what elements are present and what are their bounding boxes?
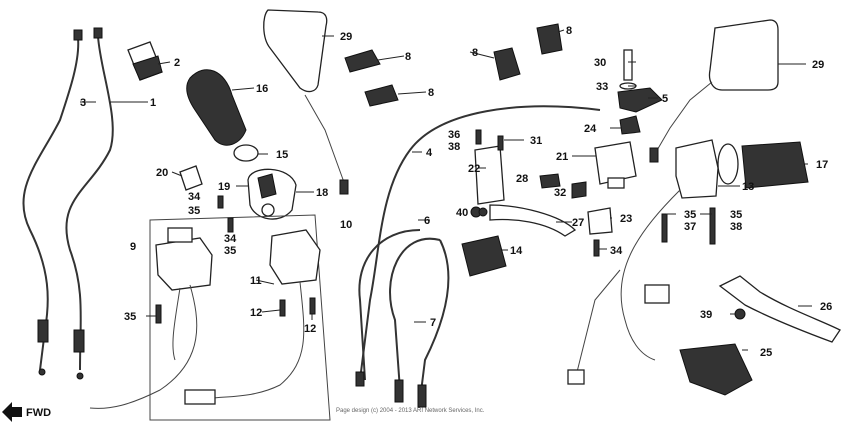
- callout-35-b: 35: [224, 245, 236, 257]
- callout-26: 26: [820, 301, 832, 313]
- forward-direction-indicator: FWD: [2, 402, 51, 422]
- part-21-master-cylinder: [594, 141, 637, 189]
- callout-37: 37: [684, 221, 696, 233]
- callout-11: 11: [250, 275, 262, 287]
- part-13-right-switch: [567, 139, 719, 385]
- part-14-switch-cover: [461, 235, 507, 277]
- callout-38-a: 38: [448, 141, 460, 153]
- callout-40: 40: [456, 207, 468, 219]
- part-26-clutch-lever: [718, 275, 841, 343]
- callout-9: 9: [130, 241, 136, 253]
- callout-12-b: 12: [304, 323, 316, 335]
- part-8-clamp-b: [364, 84, 399, 107]
- part-5-reservoir-cap: [617, 49, 663, 135]
- clutch-and-brake-cables: [355, 105, 601, 408]
- callout-34-b: 34: [224, 233, 237, 245]
- callout-35-d: 35: [684, 209, 696, 221]
- callout-8-a: 8: [405, 51, 411, 63]
- callout-23: 23: [620, 213, 632, 225]
- part-8-clamp-d: [536, 23, 563, 55]
- bolt-34-c: [593, 239, 600, 257]
- part-29-left-mirror: [263, 9, 349, 195]
- bolt-35-left: [155, 304, 162, 324]
- callout-32: 32: [554, 187, 566, 199]
- callout-7: 7: [430, 317, 436, 329]
- part-23-bracket: [587, 207, 613, 235]
- callout-31: 31: [530, 135, 542, 147]
- callout-35-a: 35: [188, 205, 200, 217]
- callout-numbers: 1 2 3 4 5 6 7 8 8 8 8 9 10 11 12 12 13 1…: [80, 25, 832, 359]
- callout-17: 17: [816, 159, 828, 171]
- part-9-left-switch: [89, 227, 213, 409]
- leader-lines: [80, 29, 812, 351]
- bolt-35-right-b: [709, 207, 716, 245]
- part-27-front-brake-lever: [470, 145, 577, 237]
- callout-13: 13: [742, 181, 754, 193]
- callout-21: 21: [556, 151, 568, 163]
- part-16-throttle-grip: [186, 69, 259, 162]
- callout-18: 18: [316, 187, 328, 199]
- callout-1: 1: [150, 97, 156, 109]
- callout-34-c: 34: [610, 245, 623, 257]
- callout-3: 3: [80, 97, 86, 109]
- callout-24: 24: [584, 123, 597, 135]
- callout-39: 39: [700, 309, 712, 321]
- callout-38-b: 38: [730, 221, 742, 233]
- callout-5: 5: [662, 93, 668, 105]
- callout-8-b: 8: [428, 87, 434, 99]
- callout-12-a: 12: [250, 307, 262, 319]
- callout-2: 2: [174, 57, 180, 69]
- callout-25: 25: [760, 347, 772, 359]
- callout-8-d: 8: [566, 25, 572, 37]
- callout-28: 28: [516, 173, 528, 185]
- callout-15: 15: [276, 149, 288, 161]
- callout-29-b: 29: [812, 59, 824, 71]
- bolt-35-right-a: [661, 213, 668, 243]
- part-10-right-switch: [149, 214, 331, 421]
- throttle-cables: [22, 27, 114, 380]
- nut-39: [734, 308, 746, 320]
- part-8-clamp-c: [493, 47, 521, 81]
- callout-8-c: 8: [472, 47, 478, 59]
- callout-30: 30: [594, 57, 606, 69]
- copyright-notice: Page design (c) 2004 - 2013 ARI Network …: [336, 408, 485, 414]
- bolt-12-b: [309, 297, 316, 315]
- part-8-clamp-a: [344, 49, 381, 73]
- callout-6: 6: [424, 215, 430, 227]
- callout-22: 22: [468, 163, 480, 175]
- bolt-12-a: [279, 299, 286, 317]
- part-28-spring: [539, 173, 561, 189]
- callout-35-c: 35: [124, 311, 136, 323]
- bolt-34-b: [227, 217, 234, 233]
- callout-33: 33: [596, 81, 608, 93]
- callout-14: 14: [510, 245, 523, 257]
- callout-4: 4: [426, 147, 433, 159]
- part-20-clamp: [179, 165, 203, 191]
- callout-35-e: 35: [730, 209, 742, 221]
- callout-36: 36: [448, 129, 460, 141]
- callout-20: 20: [156, 167, 168, 179]
- part-29-right-mirror: [649, 19, 779, 163]
- bolt-36: [475, 129, 482, 145]
- callout-10: 10: [340, 219, 352, 231]
- callout-27: 27: [572, 217, 584, 229]
- callout-29-a: 29: [340, 31, 352, 43]
- callout-34-a: 34: [188, 191, 201, 203]
- fwd-label: FWD: [26, 407, 51, 419]
- part-25-lever-cover: [679, 343, 753, 396]
- bolt-34-a: [217, 195, 224, 209]
- callout-16: 16: [256, 83, 268, 95]
- callout-19: 19: [218, 181, 230, 193]
- part-17-grip: [717, 141, 809, 189]
- part-32-spring: [571, 181, 587, 199]
- nut-40: [478, 207, 488, 217]
- part-18-switch-housing: [247, 168, 297, 220]
- bolt-31: [497, 135, 504, 151]
